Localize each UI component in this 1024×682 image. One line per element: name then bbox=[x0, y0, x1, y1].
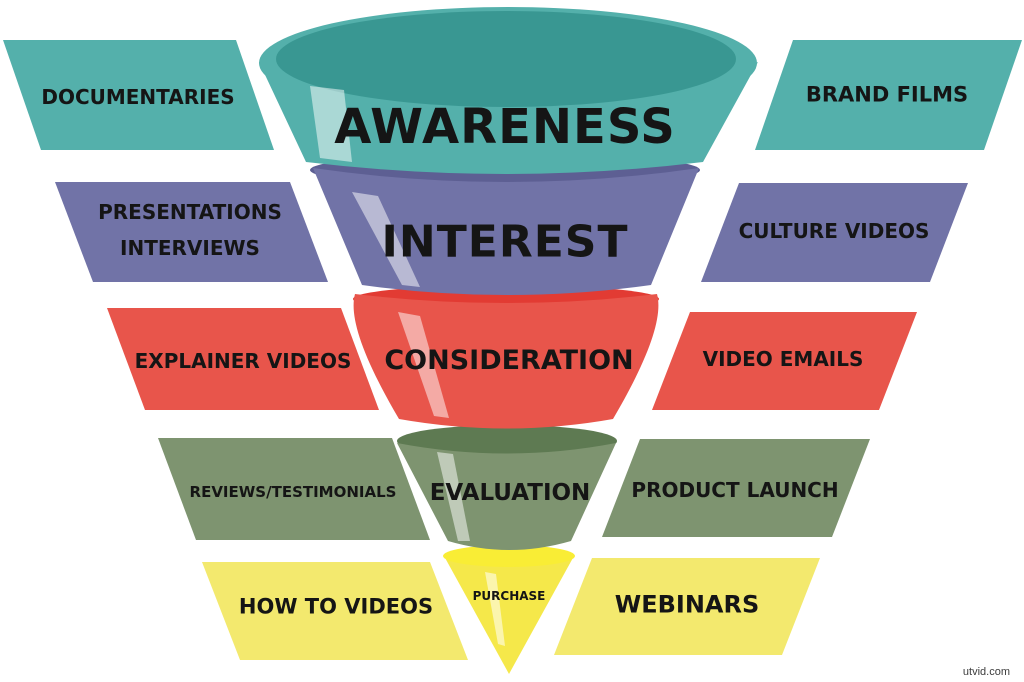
funnel-stage-awareness-inner-rim bbox=[276, 11, 736, 107]
right-shape-video-emails bbox=[652, 312, 917, 410]
right-shape-culture-videos bbox=[701, 183, 968, 282]
watermark: utvid.com bbox=[962, 666, 1010, 678]
funnel-stage-purchase-cone bbox=[444, 556, 574, 674]
awareness-highlight bbox=[310, 86, 352, 162]
right-shape-product-launch bbox=[602, 439, 870, 537]
left-shape-presentations-interviews bbox=[55, 182, 328, 282]
funnel-stage-evaluation-body bbox=[397, 443, 616, 550]
funnel-stage-purchase-rim bbox=[443, 545, 575, 567]
evaluation-highlight bbox=[437, 452, 470, 541]
left-shape-reviews-testimonials bbox=[158, 438, 430, 540]
funnel-stage-interest-body bbox=[313, 168, 699, 295]
left-shape-how-to-videos bbox=[202, 562, 468, 660]
consideration-highlight bbox=[398, 312, 449, 418]
right-shape-webinars bbox=[554, 558, 820, 655]
right-shape-brand-films bbox=[755, 40, 1022, 150]
funnel-stage-awareness-body bbox=[259, 62, 758, 174]
purchase-highlight bbox=[485, 572, 505, 646]
interest-highlight bbox=[352, 192, 420, 287]
left-shape-explainer-videos bbox=[107, 308, 379, 410]
funnel-stage-evaluation-rim bbox=[397, 425, 617, 457]
left-shape-documentaries bbox=[3, 40, 274, 150]
